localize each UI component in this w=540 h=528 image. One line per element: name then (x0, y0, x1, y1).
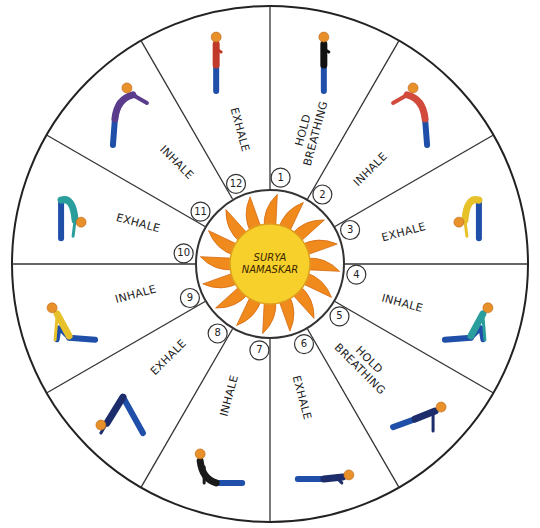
figure-limb (55, 316, 57, 340)
yoga-figure (319, 32, 329, 91)
figure-head (319, 32, 329, 42)
figure-head (96, 420, 106, 430)
number-bump (191, 202, 210, 221)
figure-head (454, 217, 464, 227)
number-bump (227, 174, 246, 193)
number-bump (174, 244, 193, 263)
yoga-figure (195, 449, 242, 483)
centre-title: SURYA NAMASKAR (235, 252, 305, 276)
figure-limb (445, 338, 471, 340)
figure-limb (213, 65, 219, 91)
figure-limb (133, 95, 147, 103)
sun-symbol (200, 194, 339, 333)
step-number: 12 (230, 178, 243, 190)
yoga-figure (393, 83, 427, 145)
figure-head (195, 449, 205, 459)
step-number: 5 (336, 311, 342, 323)
figure-limb (393, 95, 407, 103)
figure-limb (483, 316, 485, 340)
figure-limb (213, 44, 220, 65)
number-bump (294, 335, 313, 354)
step-number: 8 (214, 328, 220, 340)
number-bump (347, 265, 366, 284)
figure-body (407, 95, 425, 119)
figure-limb (216, 49, 221, 52)
figure-limb (123, 397, 143, 433)
figure-head (344, 470, 354, 480)
figure-head (483, 303, 493, 313)
spoke-line (141, 41, 233, 199)
centre-circle: SURYA NAMASKAR (195, 189, 345, 339)
number-bump (180, 288, 199, 307)
number-bump (341, 221, 360, 240)
figure-body (465, 200, 479, 221)
spoke-line (269, 339, 270, 522)
figure-limb (58, 200, 64, 238)
figure-limb (57, 314, 69, 336)
figure-limb (216, 480, 242, 486)
step-number: 10 (177, 248, 190, 260)
figure-head (122, 83, 132, 93)
yoga-figure (96, 397, 143, 433)
spoke-line (335, 135, 493, 227)
figure-limb (432, 411, 435, 431)
number-bump (330, 307, 349, 326)
spoke-line (345, 263, 528, 264)
figure-body (61, 200, 75, 221)
figure-limb (107, 397, 123, 423)
figure-limb (393, 419, 415, 427)
figure-head (76, 217, 86, 227)
step-number: 2 (319, 189, 325, 201)
figure-limb (203, 467, 206, 483)
yoga-figure (113, 83, 147, 145)
figure-head (408, 83, 418, 93)
figure-body (200, 461, 216, 483)
sun-disc (230, 224, 310, 304)
spoke-line (269, 6, 270, 189)
figure-head (436, 402, 446, 412)
yoga-figure (47, 303, 95, 340)
step-number: 6 (301, 338, 307, 350)
yoga-figure (445, 303, 493, 340)
step-number: 1 (277, 172, 283, 184)
spoke-line (47, 302, 205, 394)
yoga-figure (393, 402, 446, 431)
figure-limb (324, 49, 329, 52)
spoke-line (308, 329, 400, 487)
number-bump (208, 324, 227, 343)
figure-limb (338, 479, 342, 483)
number-bump (313, 185, 332, 204)
figure-limb (113, 119, 115, 145)
figure-head (47, 303, 57, 313)
wheel-rim (12, 6, 528, 522)
yoga-figure (61, 200, 86, 239)
step-number: 7 (256, 345, 262, 357)
step-number: 3 (347, 224, 353, 236)
figure-body (115, 95, 133, 119)
yoga-figure (298, 470, 354, 483)
hub-ground (195, 189, 345, 339)
spoke-line (47, 135, 205, 227)
step-number: 11 (194, 206, 207, 218)
spoke-line (141, 329, 233, 487)
yoga-figure (211, 32, 221, 91)
figure-limb (321, 65, 327, 91)
step-number: 4 (353, 269, 359, 281)
number-bump (271, 168, 290, 187)
figure-limb (425, 119, 427, 145)
figure-limb (298, 476, 324, 482)
yoga-figure (454, 200, 479, 239)
figure-limb (69, 338, 95, 340)
figure-limb (320, 44, 327, 65)
figure-limb (73, 220, 75, 236)
spoke-line (12, 263, 195, 264)
figure-limb (471, 314, 483, 336)
number-bump (250, 341, 269, 360)
figure-limb (476, 200, 482, 238)
figure-head (211, 32, 221, 42)
figure-limb (324, 477, 343, 479)
step-number: 9 (187, 292, 193, 304)
figure-limb (465, 220, 467, 236)
